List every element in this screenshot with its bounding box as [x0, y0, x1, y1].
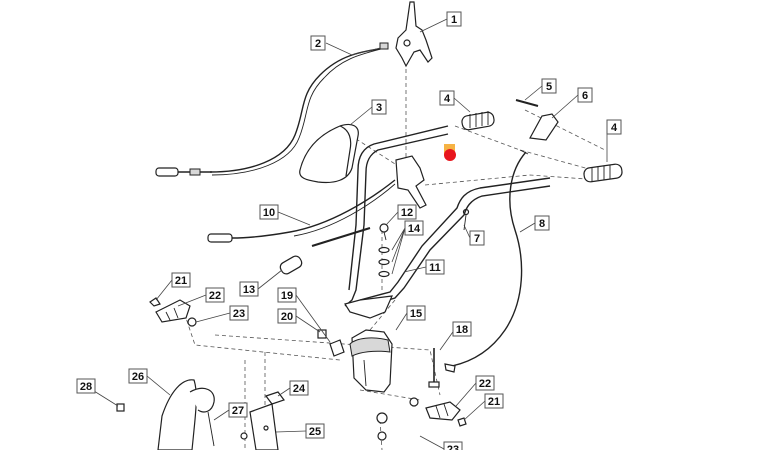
- callout-8: 8: [534, 215, 550, 231]
- part-27-bolt: [240, 432, 248, 440]
- callout-4-top: 4: [439, 90, 455, 106]
- callout-11-label: 11: [429, 262, 441, 274]
- part-4-grip-right: [583, 163, 623, 183]
- callout-7: 7: [469, 230, 485, 246]
- callout-13: 13: [239, 281, 259, 297]
- callout-2-label: 2: [315, 38, 321, 50]
- part-22-handle-left: [155, 299, 191, 323]
- part-23-washer-left: [187, 317, 197, 327]
- part-6-lever: [529, 113, 559, 141]
- callout-21-left: 21: [171, 272, 191, 288]
- callout-26-label: 26: [132, 371, 144, 383]
- callout-6: 6: [577, 87, 593, 103]
- leader-lines: [85, 18, 608, 450]
- part-13-end-cap: [279, 255, 303, 275]
- callout-12-label: 12: [401, 207, 413, 219]
- callout-4-right: 4: [606, 119, 622, 135]
- callout-22-left: 22: [205, 287, 225, 303]
- part-22-handle-right: [425, 401, 461, 421]
- callout-22-left-label: 22: [209, 290, 221, 302]
- callout-6-label: 6: [582, 90, 588, 102]
- callout-22-right-label: 22: [479, 378, 491, 390]
- callout-24: 24: [289, 380, 309, 396]
- part-11-handlebar-frame: [344, 125, 551, 319]
- callout-7-label: 7: [474, 233, 480, 245]
- callout-20: 20: [277, 308, 297, 324]
- callout-27: 27: [228, 402, 248, 418]
- callout-5: 5: [541, 78, 557, 94]
- callout-5-label: 5: [546, 81, 552, 93]
- callout-21-right: 21: [484, 393, 504, 409]
- callout-28: 28: [76, 378, 96, 394]
- callout-15: 15: [406, 305, 426, 321]
- part-18-bolt: [428, 348, 440, 388]
- callout-25: 25: [305, 423, 325, 439]
- part-2-cable: [155, 42, 389, 177]
- callout-21-left-label: 21: [175, 275, 187, 287]
- callout-3: 3: [371, 99, 387, 115]
- part-12-control-knob: [379, 155, 427, 241]
- part-15-housing: [349, 329, 393, 393]
- callout-1: 1: [446, 11, 462, 27]
- callout-8-label: 8: [539, 218, 545, 230]
- callout-23-bottom: 23: [443, 441, 463, 450]
- callout-18-label: 18: [456, 324, 468, 336]
- part-10-cable: [207, 179, 396, 248]
- callout-25-label: 25: [309, 426, 321, 438]
- callout-22-right: 22: [475, 375, 495, 391]
- callout-10-label: 10: [263, 207, 275, 219]
- callout-28-label: 28: [80, 381, 92, 393]
- callout-23-label: 23: [233, 308, 245, 320]
- part-19-clip: [329, 339, 345, 357]
- part-4-grip-left: [461, 111, 495, 131]
- callout-23-bottom-label: 23: [447, 444, 459, 450]
- part-5-pin: [515, 99, 539, 107]
- part-23-washer-lower: [376, 397, 419, 441]
- part-21-screw-left: [149, 297, 161, 307]
- highlight-marker[interactable]: [444, 144, 456, 161]
- part-28-nut: [116, 403, 125, 412]
- part-25-plate: [249, 403, 279, 450]
- callout-27-label: 27: [232, 405, 244, 417]
- callout-11: 11: [425, 259, 445, 275]
- callout-12: 12: [397, 204, 417, 220]
- callout-23: 23: [229, 305, 249, 321]
- callout-4-top-label: 4: [444, 93, 451, 105]
- callout-10: 10: [259, 204, 279, 220]
- part-3-cover: [299, 123, 359, 184]
- callout-15-label: 15: [410, 308, 422, 320]
- part-26-housing-left: [157, 379, 215, 450]
- part-8-cable: [444, 149, 529, 373]
- callout-19-label: 19: [281, 290, 293, 302]
- callout-3-label: 3: [376, 102, 382, 114]
- callout-4-right-label: 4: [611, 122, 618, 134]
- callout-18: 18: [452, 321, 472, 337]
- callout-2: 2: [310, 35, 326, 51]
- callout-26: 26: [128, 368, 148, 384]
- part-1-mount-bracket: [395, 1, 433, 68]
- callout-24-label: 24: [293, 383, 306, 395]
- callout-21-right-label: 21: [488, 396, 500, 408]
- part-20-nut: [317, 329, 327, 339]
- callout-1-label: 1: [451, 14, 457, 26]
- callout-14: 14: [404, 220, 424, 236]
- callout-20-label: 20: [281, 311, 293, 323]
- callout-13-label: 13: [243, 284, 255, 296]
- callout-14-label: 14: [408, 223, 421, 235]
- callout-19: 19: [277, 287, 297, 303]
